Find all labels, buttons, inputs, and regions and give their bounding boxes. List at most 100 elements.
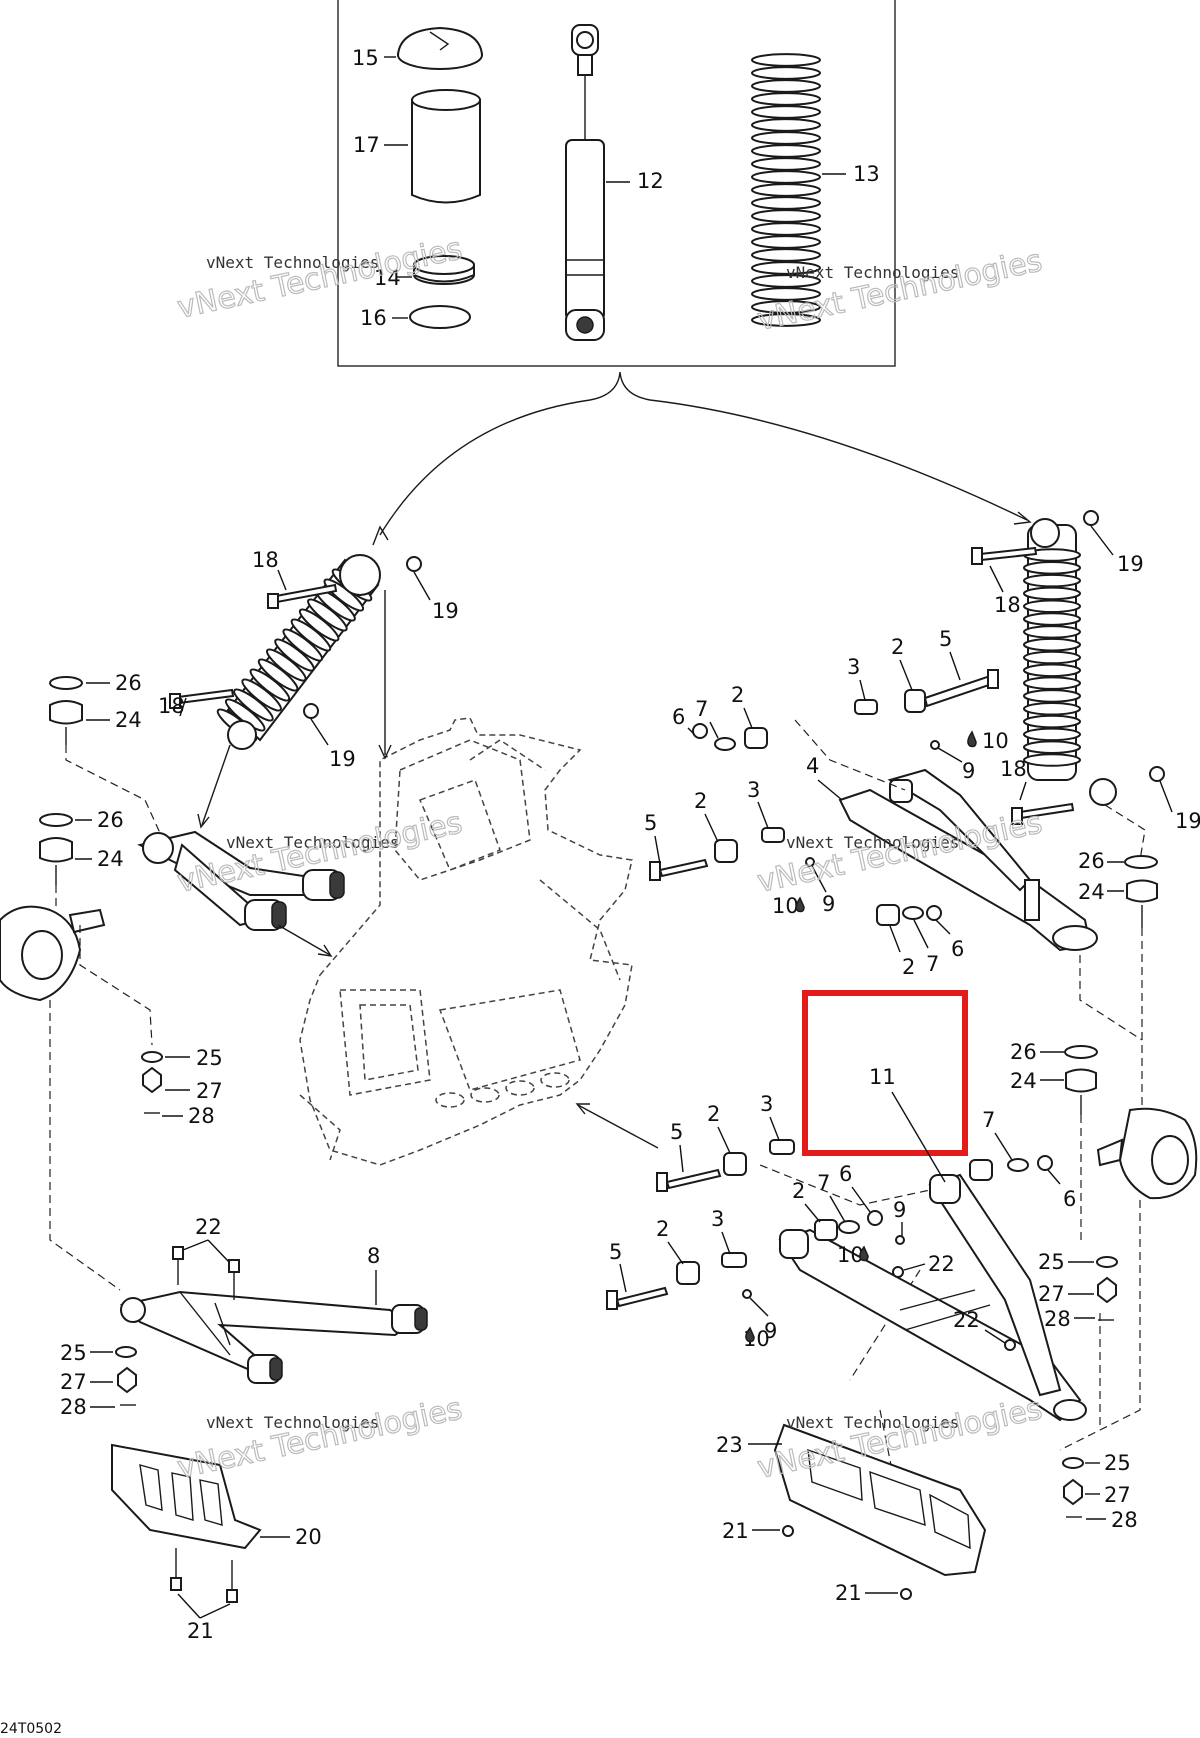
circlip-26-lower-right [1064, 1045, 1098, 1059]
spring-coil [751, 92, 821, 106]
callout-2-a: 2 [891, 635, 904, 659]
watermark-4: vNext Technologies [786, 833, 959, 852]
circlip-26-upper-right [1124, 855, 1158, 869]
spring-coil [751, 183, 821, 197]
callout-22-a: 22 [195, 1215, 222, 1239]
callout-2-d: 2 [902, 955, 915, 979]
callout-4: 4 [806, 754, 819, 778]
spring-coil [1023, 689, 1081, 703]
washer-25-left [141, 1051, 163, 1063]
washer-25-right [1096, 1256, 1118, 1268]
callout-15: 15 [352, 46, 379, 70]
skid-plate-part-23: 23 [716, 1423, 987, 1577]
callout-26-c: 26 [1078, 849, 1105, 873]
callout-27-b: 27 [60, 1370, 87, 1394]
callout-19-c: 19 [1117, 552, 1144, 576]
spring-coil [751, 105, 821, 119]
spring-coil [751, 209, 821, 223]
sleeve-3-c [769, 1139, 795, 1155]
reference-code: 24T0502 [0, 1721, 62, 1737]
right-upper-a-arm-part-4 [838, 768, 1098, 952]
callout-14: 14 [374, 266, 401, 290]
screw-22-right-a [892, 1266, 904, 1278]
spring-coil [751, 79, 821, 93]
right-shock-assembly [1023, 524, 1081, 781]
spring-coil [751, 261, 821, 275]
callout-6-c: 6 [1063, 1187, 1076, 1211]
callout-21-a: 21 [187, 1619, 214, 1643]
spring-coil [751, 170, 821, 184]
spring-coil [1023, 753, 1081, 767]
spring-coil [1023, 625, 1081, 639]
ball-joint-24-lower-left [39, 837, 73, 863]
circlip-26-lower-left [39, 813, 73, 827]
bolt-5-c [665, 1168, 722, 1190]
nut-27-lower-left [117, 1366, 137, 1394]
screw-22-left-a [172, 1246, 184, 1260]
callout-2-f: 2 [792, 1179, 805, 1203]
callout-26-d: 26 [1010, 1040, 1037, 1064]
right-steering-knuckle [1096, 1107, 1198, 1200]
washer-7-a [714, 737, 736, 751]
spring-coil [751, 222, 821, 236]
callout-28-a: 28 [188, 1104, 215, 1128]
nut-19-lower-left [303, 703, 319, 719]
grease-fitting-9-a [930, 740, 940, 750]
bushing-2-d [876, 904, 900, 926]
nut-19-upper-left [406, 556, 422, 572]
spring-coil [1023, 663, 1081, 678]
spring-coil [1023, 676, 1081, 690]
callout-18-d: 18 [1000, 757, 1027, 781]
bushing-2-h [676, 1261, 700, 1285]
washer-7-c [1007, 1158, 1029, 1172]
callout-5-d: 5 [609, 1240, 622, 1264]
grease-fitting-9-d [742, 1289, 752, 1299]
bolt-18-lower-left [176, 688, 235, 705]
callout-22-b: 22 [928, 1252, 955, 1276]
callout-6-a: 6 [672, 705, 685, 729]
callout-24-c: 24 [1078, 880, 1105, 904]
callout-17: 17 [353, 133, 380, 157]
highlight-box-part-11[interactable] [802, 990, 968, 1156]
bushing-2-f [969, 1159, 993, 1181]
spring-coil [751, 66, 821, 80]
arrow-right-shock [1013, 511, 1032, 525]
spring-coil [751, 287, 821, 301]
screw-22-left-b [228, 1259, 240, 1273]
callout-2-g: 2 [656, 1217, 669, 1241]
skid-plate-part-20: 20 [111, 1443, 322, 1550]
spring-coil [751, 248, 821, 262]
washer-25-lower-right [1062, 1457, 1084, 1469]
nut-27-left [142, 1066, 162, 1094]
left-shock-bottom-eye [227, 720, 257, 750]
retainer-part-14 [413, 255, 475, 285]
spring-coil [751, 144, 821, 158]
screw-21-right-b [900, 1588, 912, 1600]
callout-13: 13 [853, 162, 880, 186]
callout-8: 8 [367, 1244, 380, 1268]
bushing-2-b [744, 727, 768, 749]
left-shock-top-eye [339, 554, 381, 596]
watermark-3: vNext Technologies [226, 833, 399, 852]
sleeve-3-top [854, 699, 878, 715]
callout-20: 20 [295, 1525, 322, 1549]
right-lower-a-arm-part-11 [778, 1173, 1087, 1422]
nut-27-right [1097, 1276, 1117, 1304]
watermark-6: vNext Technologies [786, 1413, 959, 1432]
spring-coil [751, 131, 821, 145]
callout-2-c: 2 [694, 789, 707, 813]
callout-6-d: 6 [839, 1162, 852, 1186]
spring-coil [1023, 650, 1081, 665]
callout-24-b: 24 [97, 847, 124, 871]
spring-coil [1023, 740, 1081, 754]
callout-28-b: 28 [60, 1395, 87, 1419]
callout-24-d: 24 [1010, 1069, 1037, 1093]
right-shock-bottom-eye [1089, 778, 1117, 806]
callout-10-a: 10 [982, 729, 1009, 753]
callout-22-c: 22 [953, 1308, 980, 1332]
callout-19-b: 19 [329, 747, 356, 771]
callout-26-b: 26 [97, 808, 124, 832]
left-upper-a-arm [137, 830, 345, 931]
callout-7-a: 7 [695, 697, 708, 721]
